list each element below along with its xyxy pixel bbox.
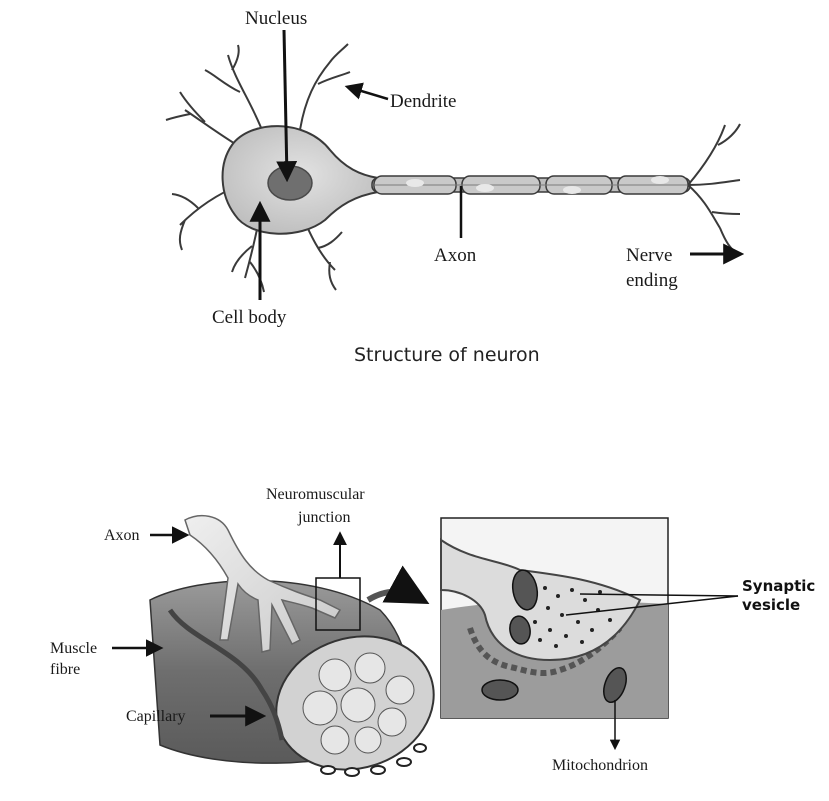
label-nmj-axon: Axon <box>104 527 140 544</box>
label-vesicle: vesicle <box>742 596 800 614</box>
myofibrils <box>302 652 415 755</box>
zoom-panel <box>440 517 669 719</box>
capillary-vessel <box>167 608 285 741</box>
nerve-ending-branches <box>687 123 741 256</box>
synaptic-vesicles <box>533 586 612 648</box>
label-neuron-axon: Axon <box>434 245 477 266</box>
label-dendrite: Dendrite <box>390 91 456 112</box>
neuron-caption: Structure of neuron <box>354 344 540 366</box>
label-junction-2: junction <box>297 509 350 526</box>
label-nerve: Nerve <box>626 245 672 266</box>
arrow-dendrite <box>344 82 389 101</box>
label-muscle: Muscle <box>50 640 97 657</box>
pointer-vesicle-2 <box>565 595 739 616</box>
neuron-diagram: Nucleus Dendrite Axon Nerve ending Cell … <box>165 8 745 366</box>
dendrites <box>165 43 351 293</box>
axon <box>371 175 691 195</box>
nmj-axon <box>184 514 342 653</box>
zoom-junctional-folds <box>467 625 623 677</box>
nmj-diagram: Neuromuscular junction Axon Muscle fibre… <box>50 486 815 777</box>
label-junction-1: Neuromuscular <box>266 486 365 503</box>
arrow-nucleus <box>276 29 298 183</box>
nucleus <box>267 165 313 201</box>
label-mitochondrion: Mitochondrion <box>552 757 648 774</box>
label-cell-body: Cell body <box>212 307 287 328</box>
zoom-mitochondria <box>481 569 627 704</box>
label-nucleus: Nucleus <box>245 8 307 29</box>
muscle-nuclei <box>320 743 427 777</box>
label-capillary: Capillary <box>126 708 186 725</box>
label-fibre: fibre <box>50 661 80 678</box>
label-ending: ending <box>626 270 678 291</box>
zoom-arrow <box>366 565 430 605</box>
junction-focus-box <box>315 577 361 631</box>
label-synaptic: Synaptic <box>742 577 815 595</box>
pointer-vesicle-1 <box>579 593 739 597</box>
